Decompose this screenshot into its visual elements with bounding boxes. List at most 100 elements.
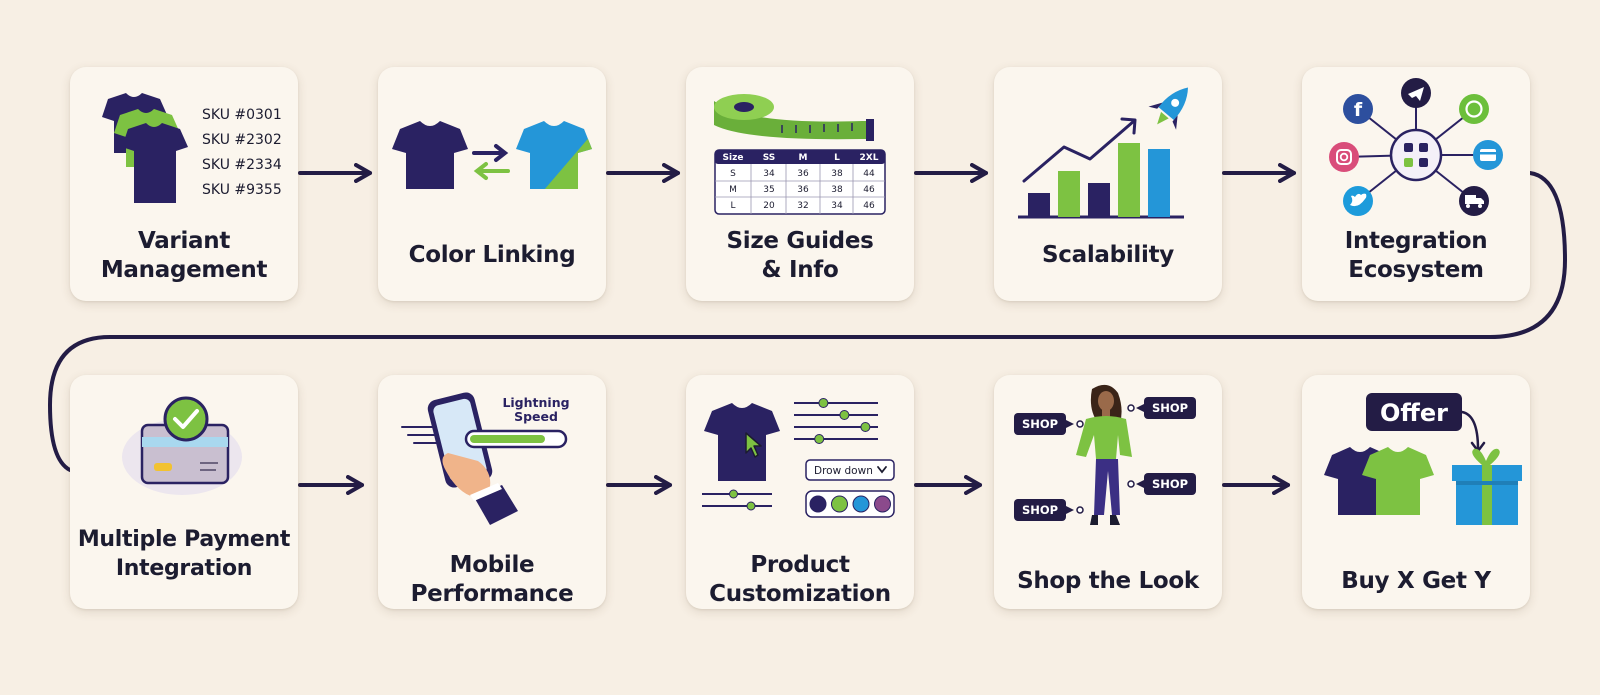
- color-swatches: [809, 495, 891, 513]
- color-swatch[interactable]: [831, 495, 848, 513]
- svg-text:M: M: [799, 153, 808, 163]
- shop-tag-4[interactable]: SHOP: [1014, 499, 1084, 521]
- hub-icon: [1389, 128, 1443, 182]
- twitter-icon: [1343, 186, 1373, 216]
- sku-1: SKU #0301: [202, 107, 282, 123]
- swap-arrows-icon: [472, 144, 510, 180]
- telegram-icon: [1401, 78, 1431, 108]
- tshirt-stack-icon: [102, 93, 188, 203]
- svg-text:L: L: [834, 153, 840, 163]
- card-icon: [1473, 140, 1503, 170]
- progress-fill: [470, 435, 545, 443]
- size-table: Size SS M L 2XL S 34 36 38 44 M 35 36 38: [714, 149, 886, 215]
- svg-text:SHOP: SHOP: [1022, 417, 1058, 431]
- navy-tshirt-icon: [392, 121, 468, 189]
- svg-text:38: 38: [831, 185, 843, 195]
- slider-group: [794, 398, 878, 444]
- shop-tag-2[interactable]: SHOP: [1127, 397, 1196, 419]
- small-slider[interactable]: [702, 501, 772, 511]
- serpentine-connector: [47, 171, 1568, 472]
- svg-text:35: 35: [763, 185, 774, 195]
- svg-text:f: f: [1354, 99, 1363, 121]
- svg-text:36: 36: [797, 169, 809, 179]
- truck-icon: [1459, 186, 1489, 216]
- svg-text:34: 34: [831, 201, 843, 211]
- svg-text:32: 32: [797, 201, 808, 211]
- offer-badge: Offer: [1366, 393, 1462, 431]
- svg-text:38: 38: [831, 169, 843, 179]
- shop-tag-3[interactable]: SHOP: [1127, 473, 1196, 495]
- card-variant-management[interactable]: SKU #0301 SKU #2302 SKU #2334 SKU #9355 …: [70, 67, 298, 301]
- svg-text:44: 44: [863, 169, 875, 179]
- slider[interactable]: [794, 398, 878, 408]
- small-slider-group: [702, 489, 772, 511]
- card-color-linking[interactable]: Color Linking: [378, 67, 606, 301]
- facebook-icon: f: [1343, 94, 1373, 124]
- card-buy-x-get-y[interactable]: Offer Buy X Get Y: [1302, 375, 1530, 609]
- card-integration-ecosystem[interactable]: f Integration: [1302, 67, 1530, 301]
- instagram-icon: [1329, 142, 1359, 172]
- color-swatch[interactable]: [852, 495, 870, 513]
- rocket-icon: [1148, 87, 1188, 130]
- svg-text:L: L: [730, 201, 735, 211]
- measuring-tape-icon: [714, 94, 874, 141]
- small-slider[interactable]: [702, 489, 772, 499]
- gift-box-icon: [1452, 448, 1522, 525]
- svg-text:20: 20: [763, 201, 775, 211]
- svg-text:SHOP: SHOP: [1022, 503, 1058, 517]
- slider[interactable]: [794, 410, 878, 420]
- curved-arrow-icon: [1460, 410, 1486, 454]
- svg-text:SHOP: SHOP: [1152, 477, 1188, 491]
- slider[interactable]: [794, 434, 878, 444]
- color-swatch[interactable]: [809, 495, 827, 513]
- svg-text:2XL: 2XL: [860, 153, 879, 163]
- color-swatch[interactable]: [874, 495, 891, 513]
- svg-text:46: 46: [863, 185, 875, 195]
- step-title: Scalability: [1042, 242, 1174, 268]
- svg-text:M: M: [729, 185, 737, 195]
- svg-text:SHOP: SHOP: [1152, 401, 1188, 415]
- shop-tag-1[interactable]: SHOP: [1014, 413, 1084, 435]
- speed-label-line-2: Speed: [514, 409, 558, 424]
- chevron-down-icon: [877, 466, 887, 474]
- svg-text:SS: SS: [763, 153, 776, 163]
- cursor-icon: [745, 432, 762, 458]
- sku-3: SKU #2334: [202, 157, 282, 173]
- checkmark-icon: [163, 396, 209, 442]
- card-scalability[interactable]: Scalability: [994, 67, 1222, 301]
- step-title: Buy X Get Y: [1341, 568, 1491, 594]
- svg-text:36: 36: [797, 185, 809, 195]
- step-title: Color Linking: [408, 242, 576, 268]
- sku-2: SKU #2302: [202, 132, 282, 148]
- blue-green-tshirt-icon: [516, 121, 592, 189]
- dropdown-label: Drow down: [814, 465, 873, 477]
- svg-text:Offer: Offer: [1380, 399, 1448, 427]
- green-tshirt-icon: [1362, 447, 1434, 515]
- speed-label-line-1: Lightning: [502, 395, 569, 410]
- sku-4: SKU #9355: [202, 182, 282, 198]
- hand-phone-icon: [427, 392, 518, 525]
- slider[interactable]: [794, 422, 878, 432]
- whatsapp-icon: [1459, 94, 1489, 124]
- navy-tshirt-icon: [704, 403, 780, 481]
- card-shop-the-look[interactable]: SHOP SHOP SHOP SHOP Shop the Look: [994, 375, 1222, 609]
- step-title: Size Guides& Info: [726, 228, 874, 283]
- bar-chart-icon: [1018, 143, 1184, 219]
- progress-bar-icon: [464, 429, 568, 449]
- svg-text:Size: Size: [723, 153, 744, 163]
- svg-text:S: S: [730, 169, 736, 179]
- svg-text:34: 34: [763, 169, 775, 179]
- trend-arrow-icon: [1022, 117, 1137, 183]
- dropdown[interactable]: Drow down: [805, 459, 895, 481]
- card-size-guides[interactable]: Size SS M L 2XL S 34 36 38 44 M 35 36 38: [686, 67, 914, 301]
- model-figure-icon: [1076, 384, 1132, 525]
